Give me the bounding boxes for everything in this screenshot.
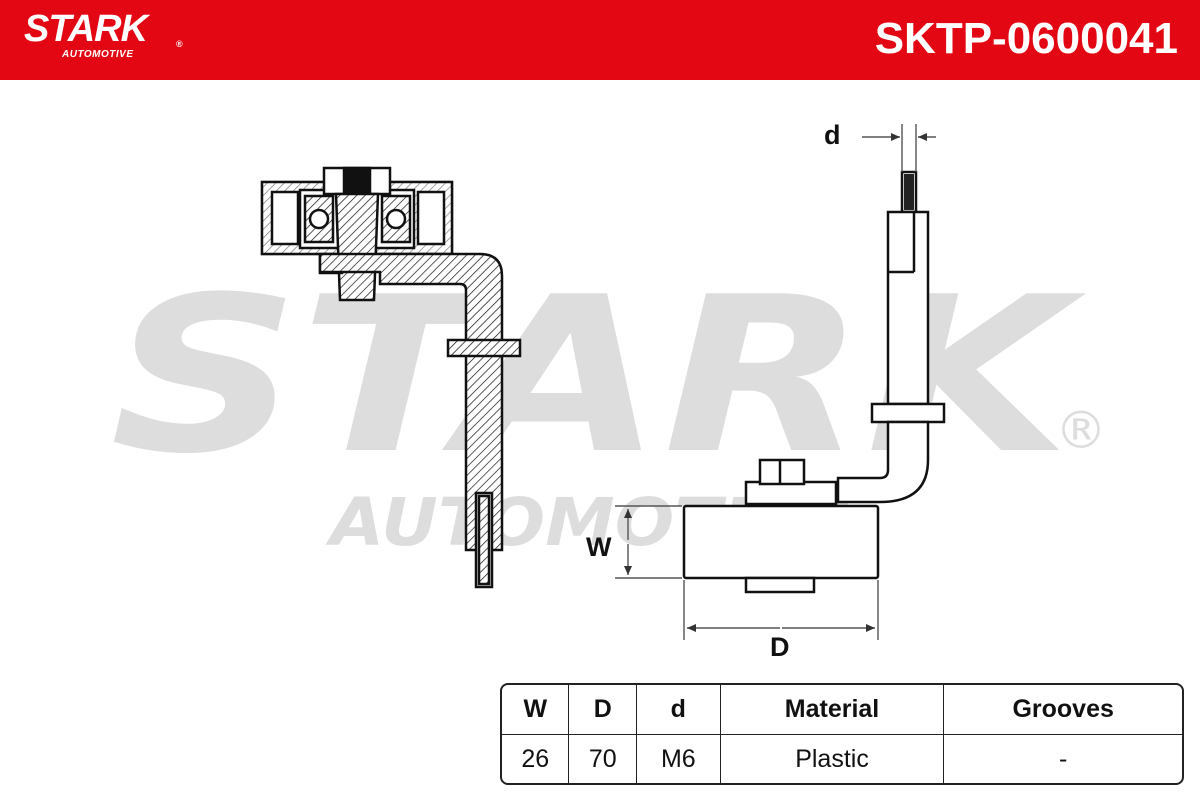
spec-header-w: W (502, 685, 570, 735)
watermark: STARK AUTOMOTIVE ® (110, 250, 1107, 561)
spec-header-grooves: Grooves (944, 685, 1182, 735)
brand-logo: STARK ® AUTOMOTIVE (24, 8, 183, 60)
spec-value-w: 26 (502, 735, 570, 783)
dimension-label-D: D (770, 632, 790, 662)
spec-header-d-outer: D (569, 685, 637, 735)
brand-subtitle: AUTOMOTIVE (62, 49, 134, 60)
side-view (682, 170, 946, 594)
spec-header-d-inner: d (636, 685, 721, 735)
technical-drawing: STARK AUTOMOTIVE ® (110, 120, 1107, 662)
spec-value-material: Plastic (721, 735, 945, 783)
brand-name: STARK (24, 8, 148, 50)
watermark-registered: ® (1055, 401, 1107, 461)
spec-table: W D d Material Grooves 26 70 M6 Plastic … (500, 683, 1184, 785)
spec-table-header-row: W D d Material Grooves (502, 685, 1182, 735)
section-view (260, 166, 522, 589)
brand-registered-mark: ® (176, 39, 183, 49)
watermark-line1: STARK (110, 250, 1086, 501)
spec-value-d-inner: M6 (637, 735, 721, 783)
part-number: SKTP-0600041 (874, 14, 1178, 63)
dimension-label-w: W (586, 532, 612, 562)
header-bar: STARK ® AUTOMOTIVE SKTP-0600041 (0, 0, 1200, 80)
spec-value-grooves: - (1059, 744, 1068, 773)
dimension-lines (615, 124, 936, 640)
spec-header-material: Material (720, 685, 945, 735)
spec-value-d-outer: 70 (569, 735, 637, 783)
dimension-label-d: d (824, 120, 841, 150)
spec-table-value-row: 26 70 M6 Plastic - (502, 735, 1182, 783)
